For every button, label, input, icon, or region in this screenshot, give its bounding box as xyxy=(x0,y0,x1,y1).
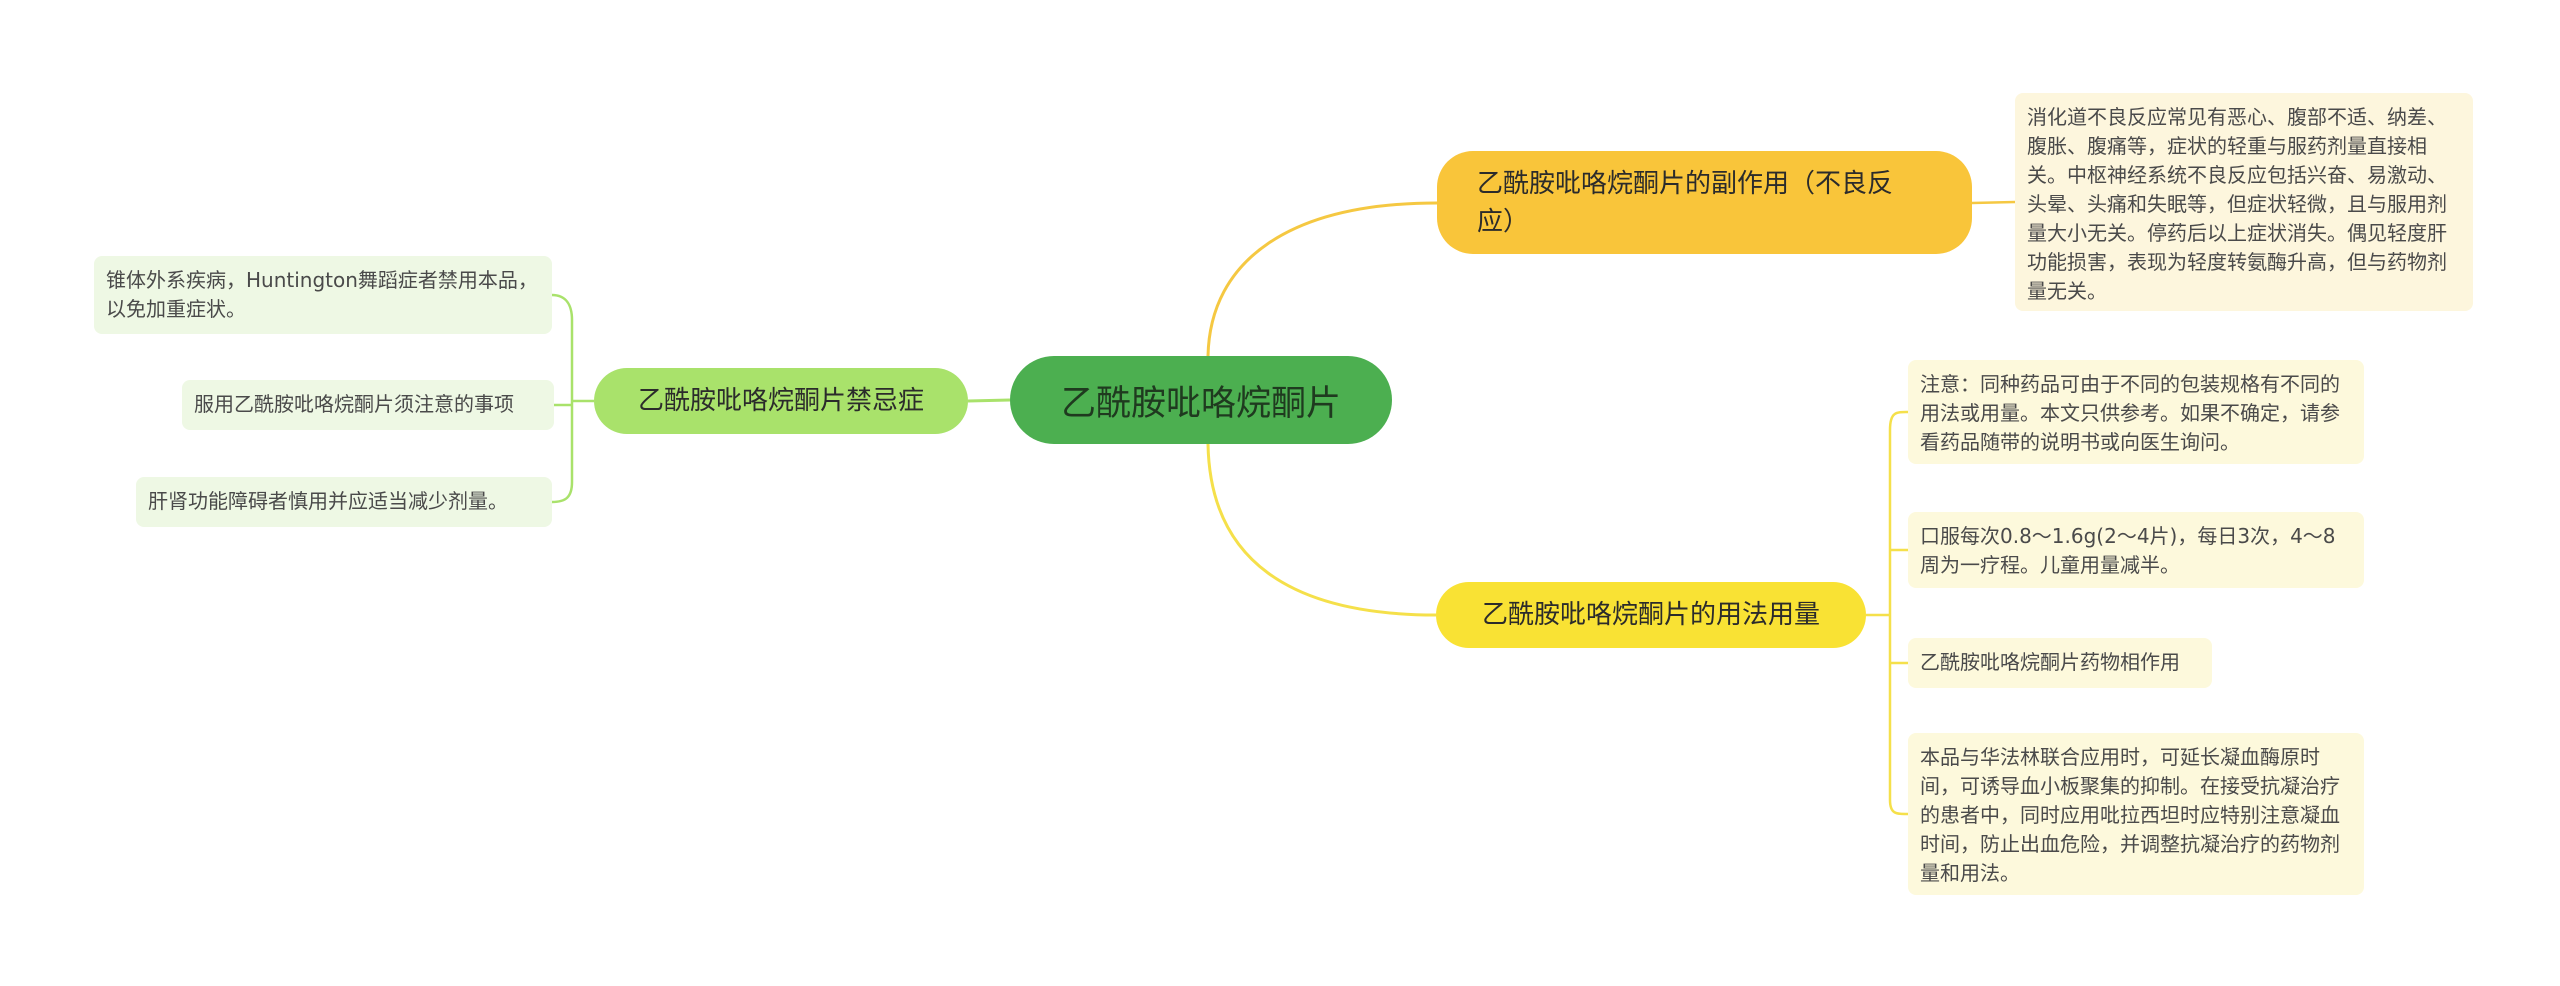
branch-side-effects-label: 乙酰胺吡咯烷酮片的副作用（不良反应） xyxy=(1477,168,1894,237)
root-label: 乙酰胺吡咯烷酮片 xyxy=(1060,383,1341,424)
leaf-text: 本品与华法林联合应用时，可延长凝血酶原时间，可诱导血小板聚集的抑制。在接受抗凝治… xyxy=(1920,745,2340,885)
leaf-text: 服用乙酰胺吡咯烷酮片须注意的事项 xyxy=(194,392,514,416)
connector-root-contraindications xyxy=(967,398,1011,403)
leaf-usage-dosage[interactable]: 口服每次0.8～1.6g(2～4片)，每日3次，4～8周为一疗程。儿童用量减半。 xyxy=(1908,512,2364,588)
branch-usage[interactable]: 乙酰胺吡咯烷酮片的用法用量 xyxy=(1436,582,1866,648)
root-node[interactable]: 乙酰胺吡咯烷酮片 xyxy=(1010,356,1392,444)
leaf-text: 乙酰胺吡咯烷酮片药物相作用 xyxy=(1920,650,2180,674)
connector-contraindications-trunk xyxy=(551,293,594,504)
leaf-text: 消化道不良反应常见有恶心、腹部不适、纳差、腹胀、腹痛等，症状的轻重与服药剂量直接… xyxy=(2027,105,2447,303)
leaf-text: 口服每次0.8～1.6g(2～4片)，每日3次，4～8周为一疗程。儿童用量减半。 xyxy=(1920,524,2336,577)
connector-side-effects-leaf xyxy=(1971,200,2016,205)
leaf-text: 锥体外系疾病，Huntington舞蹈症者禁用本品，以免加重症状。 xyxy=(106,268,538,321)
branch-contraindications-label: 乙酰胺吡咯烷酮片禁忌症 xyxy=(637,386,924,416)
connector-usage-trunk xyxy=(1866,410,1909,816)
leaf-text: 肝肾功能障碍者慎用并应适当减少剂量。 xyxy=(148,489,508,513)
leaf-usage-note[interactable]: 注意：同种药品可由于不同的包装规格有不同的用法或用量。本文只供参考。如果不确定，… xyxy=(1908,360,2364,464)
leaf-contraindication-precautions[interactable]: 服用乙酰胺吡咯烷酮片须注意的事项 xyxy=(182,380,554,430)
leaf-usage-interactions[interactable]: 乙酰胺吡咯烷酮片药物相作用 xyxy=(1908,638,2212,688)
leaf-usage-warfarin[interactable]: 本品与华法林联合应用时，可延长凝血酶原时间，可诱导血小板聚集的抑制。在接受抗凝治… xyxy=(1908,733,2364,895)
leaf-contraindication-extrapyramidal[interactable]: 锥体外系疾病，Huntington舞蹈症者禁用本品，以免加重症状。 xyxy=(94,256,552,334)
branch-usage-label: 乙酰胺吡咯烷酮片的用法用量 xyxy=(1481,600,1820,630)
connector-root-usage xyxy=(1206,443,1437,617)
connector-root-side-effects xyxy=(1206,201,1438,357)
leaf-text: 注意：同种药品可由于不同的包装规格有不同的用法或用量。本文只供参考。如果不确定，… xyxy=(1920,372,2340,454)
branch-contraindications[interactable]: 乙酰胺吡咯烷酮片禁忌症 xyxy=(594,368,968,434)
leaf-side-effects-detail[interactable]: 消化道不良反应常见有恶心、腹部不适、纳差、腹胀、腹痛等，症状的轻重与服药剂量直接… xyxy=(2015,93,2473,311)
leaf-contraindication-liver-kidney[interactable]: 肝肾功能障碍者慎用并应适当减少剂量。 xyxy=(136,477,552,527)
branch-side-effects[interactable]: 乙酰胺吡咯烷酮片的副作用（不良反应） xyxy=(1437,151,1972,254)
